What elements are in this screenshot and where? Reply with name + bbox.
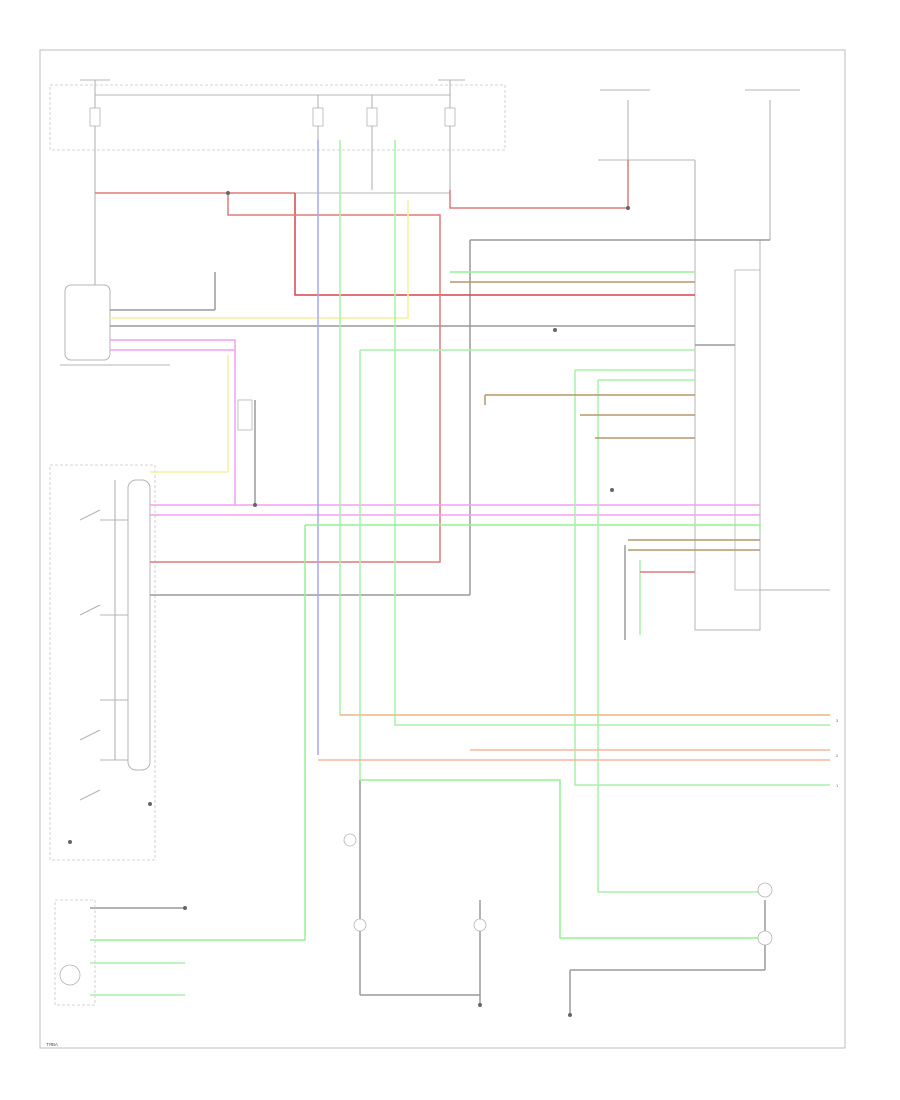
- pink-wires: [110, 339, 760, 516]
- combination-switch: [49, 464, 156, 861]
- black-wires: [90, 239, 770, 1015]
- footer-text: ТЯВА: [46, 1042, 59, 1047]
- yellow-wires: [110, 200, 409, 473]
- components: [54, 191, 773, 1017]
- fuse-box: [49, 79, 506, 280]
- page-mark-3: 3: [836, 718, 839, 723]
- page-mark-1: 1: [836, 783, 839, 788]
- green-wires: [90, 140, 830, 996]
- left-module: [60, 280, 170, 366]
- red-wires: [95, 160, 695, 563]
- diagram-border: [39, 49, 846, 1049]
- page-mark-2: 2: [836, 753, 839, 758]
- right-control-module: [598, 89, 830, 631]
- orange-brown-wires: [318, 281, 830, 761]
